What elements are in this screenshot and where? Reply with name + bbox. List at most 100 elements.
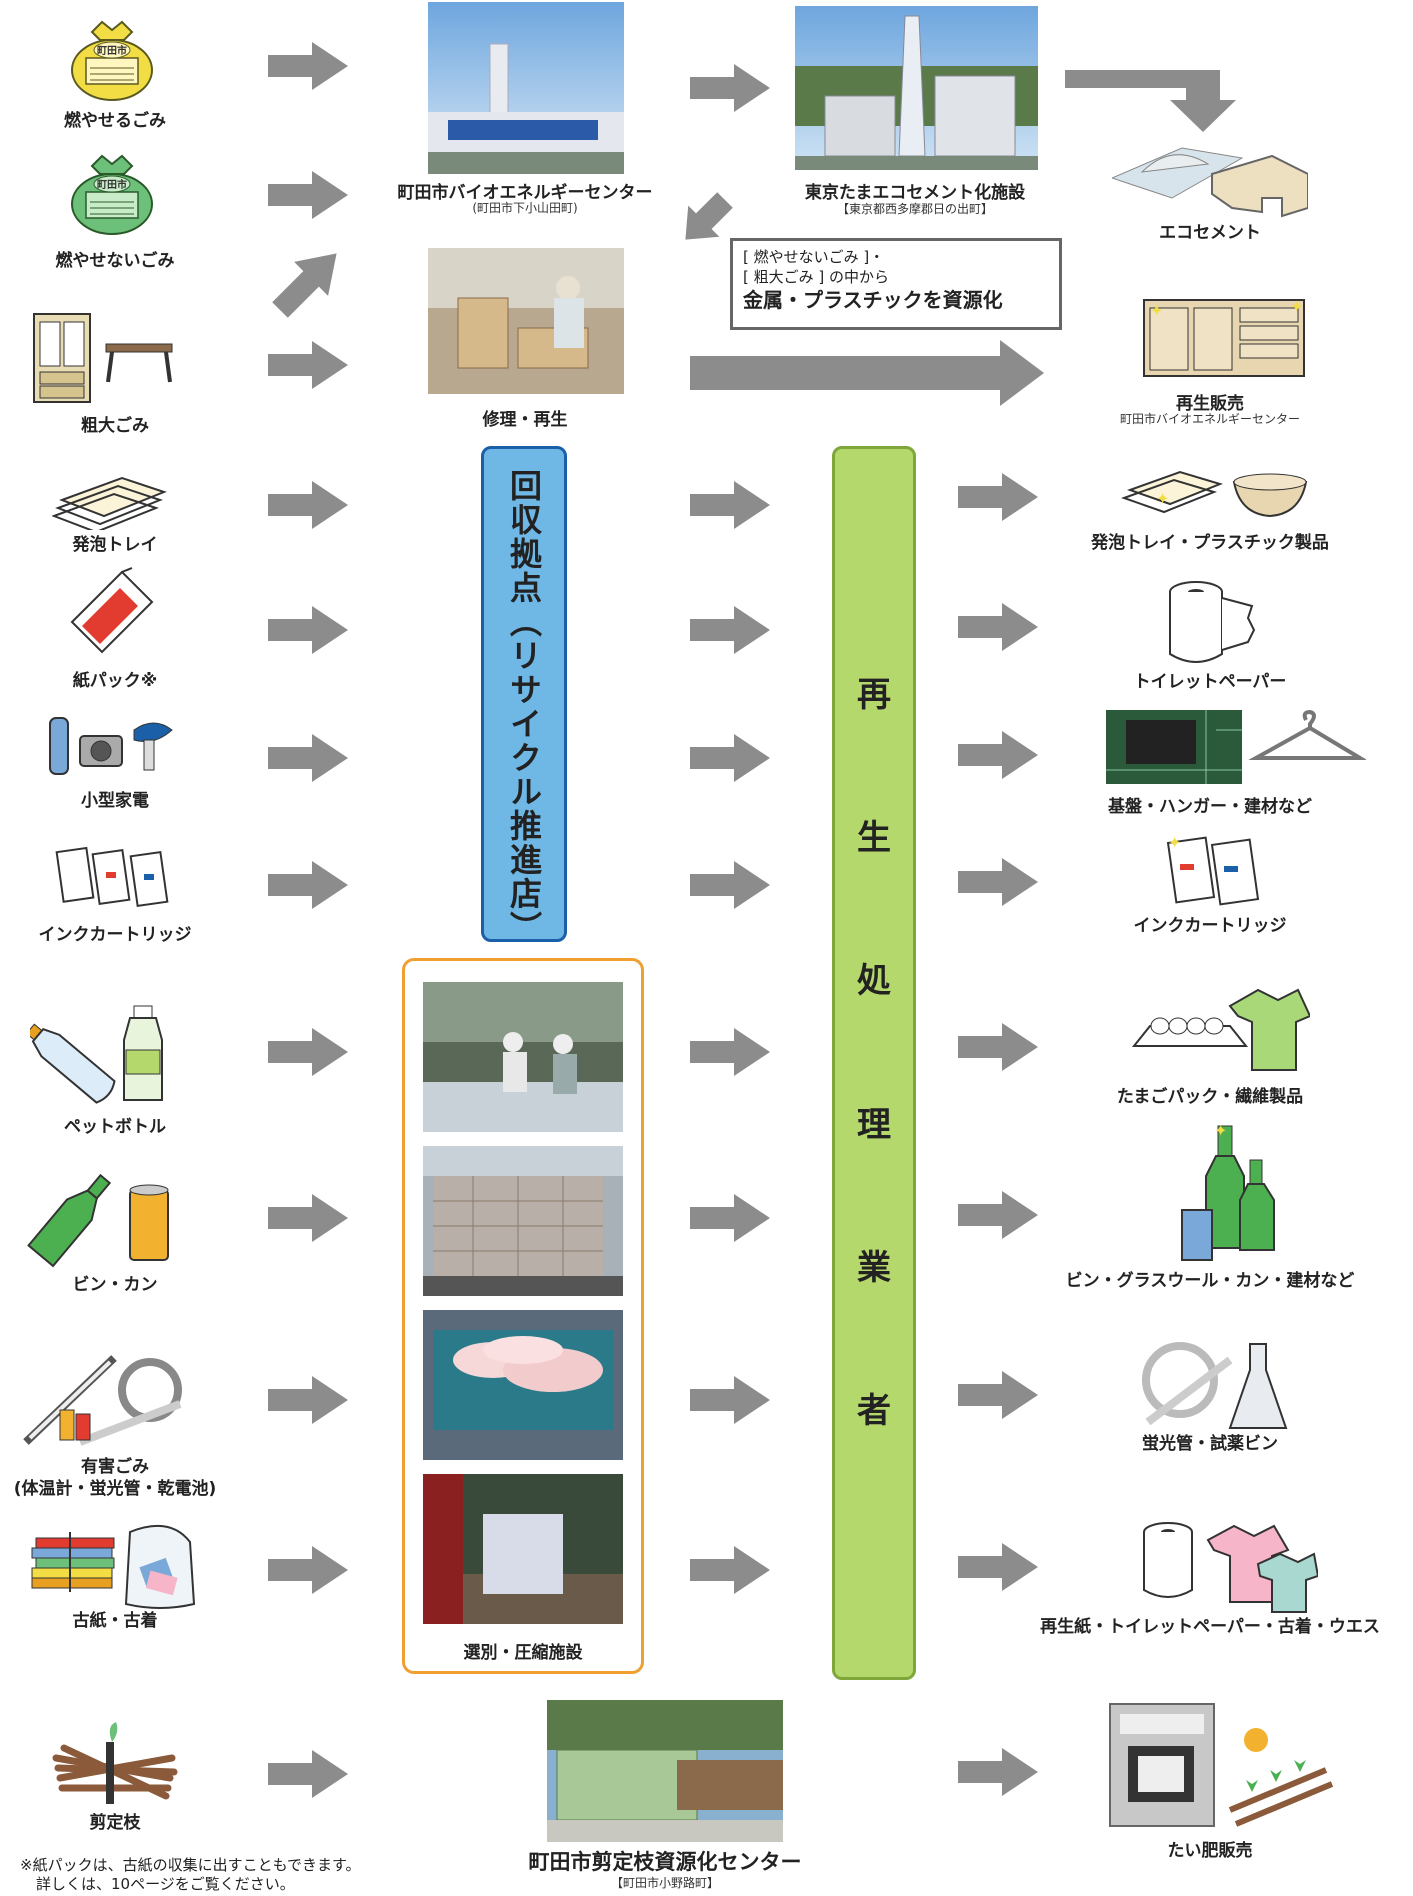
pet-bottle-icon xyxy=(30,1005,163,1104)
svg-text:✦: ✦ xyxy=(1156,489,1169,508)
footnote-line-2: 詳しくは、10ページをご覧ください。 xyxy=(36,1875,295,1893)
svg-text:町田市: 町田市 xyxy=(97,44,127,57)
recycler-char-4: 理 xyxy=(857,1104,891,1145)
product-label-egg: たまごパック・繊維製品 xyxy=(1116,1087,1304,1107)
pruned-branches-icon xyxy=(52,1722,178,1804)
paper-clothes-product-icon xyxy=(1143,1522,1318,1613)
arrow-tray xyxy=(268,481,348,529)
bio-energy-center-photo xyxy=(428,2,624,174)
source-label-pet: ペットボトル xyxy=(64,1117,166,1137)
product-label-recycled-paper: 再生紙・トイレットペーパー・古着・ウエス xyxy=(1040,1617,1380,1637)
footnote: ※紙パックは、古紙の収集に出すこともできます。 詳しくは、10ページをご覧くださ… xyxy=(20,1856,360,1894)
hazardous-waste-icon xyxy=(23,1355,182,1446)
product-label-ink: インクカートリッジ xyxy=(1133,916,1287,936)
arrow-c3-paper xyxy=(958,1543,1038,1591)
svg-text:✦: ✦ xyxy=(1150,301,1163,320)
recycler-char-6: 者 xyxy=(857,1390,891,1431)
arrow-to-bio-back xyxy=(685,192,733,240)
arrow-c3-bottle xyxy=(958,1191,1038,1239)
sorting-facility-box xyxy=(402,958,644,1674)
repair-photo xyxy=(428,248,624,394)
note-line-3: 金属・プラスチックを資源化 xyxy=(743,288,1003,312)
toilet-paper-icon xyxy=(1169,581,1256,663)
arrow-c2-ink xyxy=(690,861,770,909)
green-garbage-bag-icon: 町田市 xyxy=(71,154,153,235)
arrow-c3-appliances xyxy=(958,731,1038,779)
arrow-bottle-can xyxy=(268,1194,348,1242)
note-box: [ 燃やせないごみ ]・ [ 粗大ごみ ] の中から 金属・プラスチックを資源化 xyxy=(730,238,1062,330)
product-label-eco-cement: エコセメント xyxy=(1159,223,1261,243)
ink-cartridge-icon xyxy=(55,846,169,907)
source-label-carton: 紙パック※ xyxy=(72,671,158,691)
product-label-fluorescent: 蛍光管・試薬ビン xyxy=(1142,1434,1278,1454)
sorting-facility-name: 選別・圧縮施設 xyxy=(463,1643,583,1663)
bio-energy-center-location: (町田市下小山田町) xyxy=(472,201,578,215)
arrow-carton xyxy=(268,606,348,654)
arrow-c2-appliances xyxy=(690,734,770,782)
pruning-center-name: 町田市剪定枝資源化センター xyxy=(528,1850,802,1874)
arrow-c3-branches xyxy=(958,1748,1038,1796)
arrow-cement-to-ecocement xyxy=(1065,70,1236,132)
arrow-c3-hazardous xyxy=(958,1371,1038,1419)
product-label-foam: 発泡トレイ・プラスチック製品 xyxy=(1091,533,1329,553)
svg-text:✦: ✦ xyxy=(1290,297,1303,316)
arrow-ink xyxy=(268,861,348,909)
arrow-c3-pet xyxy=(958,1023,1038,1071)
arrow-c3-ink xyxy=(958,858,1038,906)
svg-text:町田市: 町田市 xyxy=(97,178,127,191)
eco-cement-icon xyxy=(1112,147,1308,218)
source-label-nonburnable: 燃やせないごみ xyxy=(55,251,175,271)
svg-text:✦: ✦ xyxy=(1168,834,1181,852)
eco-cement-plant-photo xyxy=(795,6,1038,170)
sorting-photo-2 xyxy=(423,1146,623,1296)
arrow-paper xyxy=(268,1546,348,1594)
arrow-c3-tray xyxy=(958,473,1038,521)
arrow-c2-pet xyxy=(690,1028,770,1076)
source-label-ink: インクカートリッジ xyxy=(38,925,192,945)
bio-energy-center-name: 町田市バイオエネルギーセンター xyxy=(397,183,653,203)
ink-cartridge-icon: ✦ xyxy=(1166,834,1260,906)
source-label-bulky: 粗大ごみ xyxy=(81,416,149,436)
recycler-char-5: 業 xyxy=(857,1247,891,1288)
repair-name: 修理・再生 xyxy=(482,410,568,430)
tray-bowl-icon: ✦ xyxy=(1121,470,1308,518)
recycler-box: 再 生 処 理 業 者 xyxy=(832,446,916,1680)
arrow-c2-carton xyxy=(690,606,770,654)
small-appliances-icon xyxy=(49,717,173,775)
pruning-center-photo xyxy=(547,1700,783,1842)
source-label-paper: 古紙・古着 xyxy=(72,1611,158,1631)
note-line-1: [ 燃やせないごみ ]・ xyxy=(743,248,885,266)
source-label-bottle-can: ビン・カン xyxy=(72,1275,158,1295)
paper-clothes-icon xyxy=(31,1525,196,1609)
arrow-c2-paper xyxy=(690,1546,770,1594)
sorting-photo-4 xyxy=(423,1474,623,1624)
source-label-appliances: 小型家電 xyxy=(81,791,149,811)
sorting-photo-1 xyxy=(423,982,623,1132)
arrow-c2-hazardous xyxy=(690,1376,770,1424)
furniture-icon xyxy=(33,313,173,403)
cabinet-icon: ✦ ✦ xyxy=(1143,297,1305,377)
arrow-hazardous xyxy=(268,1376,348,1424)
product-label-compost: たい肥販売 xyxy=(1167,1841,1253,1861)
svg-text:✦: ✦ xyxy=(1214,1124,1227,1140)
source-label-hazardous-detail: (体温計・蛍光管・乾電池) xyxy=(13,1479,217,1499)
fluorescent-flask-icon xyxy=(1142,1342,1288,1429)
arrow-burnable-to-bio xyxy=(268,42,348,90)
arrow-c2-tray xyxy=(690,481,770,529)
source-label-tray: 発泡トレイ xyxy=(72,535,158,555)
arrow-branches xyxy=(268,1750,348,1798)
eco-cement-plant-name: 東京たまエコセメント化施設 xyxy=(804,183,1026,203)
arrow-bulky-to-bio xyxy=(272,253,337,318)
arrow-repair-to-resale xyxy=(690,340,1044,406)
sorting-photo-3 xyxy=(423,1310,623,1460)
product-label-circuit: 基盤・ハンガー・建材など xyxy=(1108,797,1312,817)
product-label-glass: ビン・グラスウール・カン・建材など xyxy=(1065,1271,1355,1291)
recycler-char-1: 再 xyxy=(857,675,891,716)
product-label-resale: 再生販売 xyxy=(1176,394,1244,414)
arrow-bio-to-cement xyxy=(690,64,770,112)
footnote-line-1: ※紙パックは、古紙の収集に出すこともできます。 xyxy=(20,1856,361,1874)
recycler-char-3: 処 xyxy=(857,961,891,1002)
glass-bottles-icon: ✦ xyxy=(1181,1124,1275,1261)
